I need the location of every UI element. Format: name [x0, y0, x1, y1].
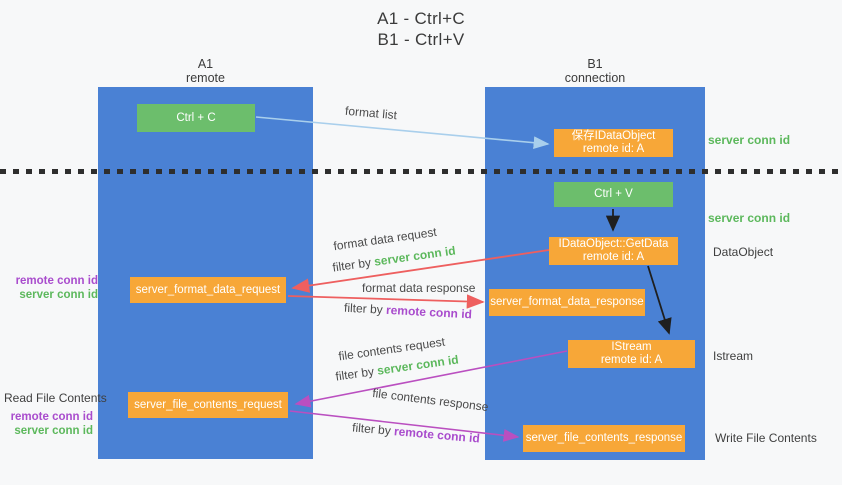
format-data-response-label: format data response	[362, 281, 476, 295]
write-file-contents-annotation: Write File Contents	[715, 431, 817, 445]
server-file-contents-response-node: server_file_contents_response	[523, 425, 685, 452]
file-contents-response-label: file contents response	[371, 385, 490, 415]
read-file-contents-annotation: Read File Contents	[4, 391, 107, 405]
getdata-line2: remote id: A	[582, 251, 645, 263]
filter-by-text: filter by	[343, 300, 387, 317]
server-file-contents-request-label: server_file_contents_request	[134, 398, 282, 411]
title-line-2: B1 - Ctrl+V	[377, 30, 465, 49]
ctrl-v-label: Ctrl + V	[594, 188, 633, 200]
server-format-data-response-node: server_format_data_response	[489, 289, 645, 316]
format-list-label: format list	[344, 103, 398, 123]
left-column-role: remote	[186, 71, 225, 85]
filter-by-text: filter by	[334, 363, 379, 384]
remote-conn-id-text: remote conn id	[393, 424, 481, 446]
file-conn-ids-annotation: remote conn id server conn id	[0, 410, 93, 438]
dataobject-annotation: DataObject	[713, 245, 774, 259]
istream-annotation: Istream	[713, 349, 754, 363]
server-conn-id-annotation-top: server conn id	[708, 133, 791, 147]
right-column-role: connection	[564, 71, 626, 85]
istream-node: IStream remote id: A	[568, 340, 695, 368]
title-line-1: A1 - Ctrl+C	[377, 9, 465, 28]
server-file-contents-response-label: server_file_contents_response	[525, 432, 683, 444]
getdata-line1: IDataObject::GetData	[558, 238, 669, 250]
istream-line1: IStream	[611, 341, 652, 353]
server-file-contents-request-node: server_file_contents_request	[128, 392, 288, 418]
filter-by-text: filter by	[331, 254, 376, 275]
filter-by-text: filter by	[351, 420, 395, 439]
ctrl-c-node: Ctrl + C	[137, 104, 255, 132]
ctrl-c-label: Ctrl + C	[176, 111, 216, 124]
remote-conn-id-annotation: remote conn id	[15, 275, 98, 287]
server-conn-id-annotation: server conn id	[14, 425, 93, 437]
format-response-filter-label: filter by remote conn id	[344, 301, 473, 322]
left-column-id: A1	[197, 57, 214, 71]
server-format-data-request-node: server_format_data_request	[130, 277, 286, 303]
istream-line2: remote id: A	[600, 354, 663, 366]
right-column-id: B1	[587, 57, 603, 71]
save-dataobject-line1: 保存IDataObject	[571, 130, 656, 142]
file-response-filter-label: filter by remote conn id	[352, 420, 481, 445]
remote-conn-id-text: remote conn id	[385, 302, 473, 322]
format-conn-ids-annotation: remote conn id server conn id	[0, 274, 98, 302]
save-dataobject-line2: remote id: A	[582, 143, 645, 155]
right-column-header: B1 connection	[485, 57, 705, 85]
left-column-header: A1 remote	[98, 57, 313, 85]
dotted-separator-line	[0, 169, 842, 174]
save-dataobject-node: 保存IDataObject remote id: A	[554, 129, 673, 157]
ctrl-v-node: Ctrl + V	[554, 182, 673, 207]
server-format-data-request-label: server_format_data_request	[135, 283, 281, 296]
server-conn-id-annotation: server conn id	[19, 289, 98, 301]
server-conn-id-text: server conn id	[373, 243, 457, 269]
getdata-node: IDataObject::GetData remote id: A	[549, 237, 678, 265]
server-format-data-response-label: server_format_data_response	[490, 296, 644, 308]
remote-conn-id-annotation: remote conn id	[10, 411, 93, 423]
format-data-response-arrow	[287, 294, 485, 309]
diagram-title: A1 - Ctrl+C B1 - Ctrl+V	[0, 8, 842, 50]
server-conn-id-annotation-mid: server conn id	[708, 211, 791, 225]
